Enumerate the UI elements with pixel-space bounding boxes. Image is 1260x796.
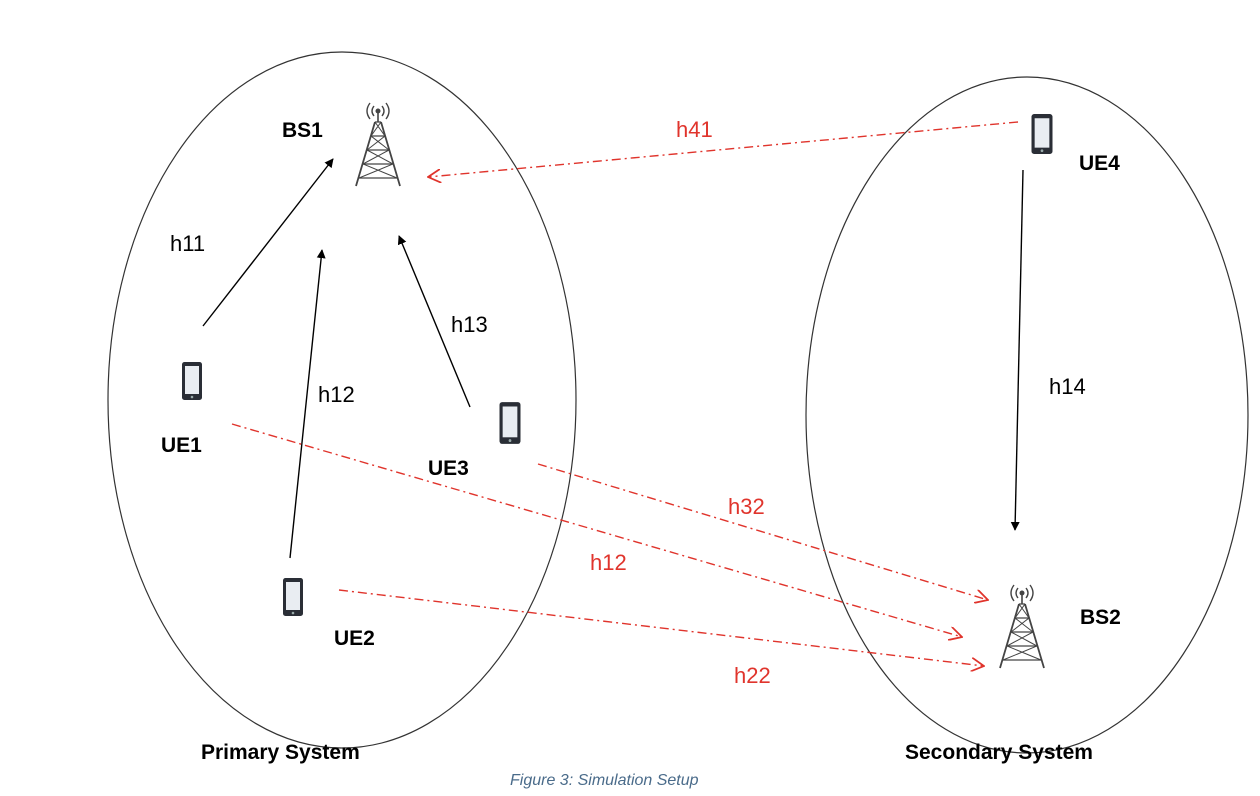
h12-interference-label: h12 <box>590 550 627 575</box>
link-h32 <box>537 463 988 600</box>
h13-label: h13 <box>451 312 488 337</box>
h32-label: h32 <box>728 494 765 519</box>
link-h13 <box>397 235 471 408</box>
link-h11 <box>202 158 334 327</box>
bs2-tower-icon <box>999 584 1045 669</box>
ue2-phone-icon <box>283 578 303 616</box>
link-h12-signal <box>289 249 326 559</box>
ue2-label: UE2 <box>334 627 375 650</box>
ue4-label: UE4 <box>1079 152 1120 175</box>
ue1-phone-icon <box>182 362 202 400</box>
link-h22 <box>338 589 984 666</box>
ue1-label: UE1 <box>161 434 202 457</box>
figure-caption: Figure 3: Simulation Setup <box>510 772 699 789</box>
ue4-phone-icon <box>1031 114 1053 154</box>
secondary-system-ellipse <box>805 76 1249 754</box>
bs2-label: BS2 <box>1080 606 1121 629</box>
bs1-tower-icon <box>355 102 401 187</box>
link-h41 <box>428 121 1019 177</box>
h12-signal-label: h12 <box>318 382 355 407</box>
h41-label: h41 <box>676 117 713 142</box>
link-h12-interference <box>231 423 962 637</box>
h11-label: h11 <box>170 231 205 256</box>
bs1-label: BS1 <box>282 119 323 142</box>
h22-label: h22 <box>734 663 771 688</box>
link-h14 <box>1010 169 1024 531</box>
secondary-system-label: Secondary System <box>905 741 1093 764</box>
h14-label: h14 <box>1049 374 1086 399</box>
ue3-phone-icon <box>499 402 521 444</box>
primary-system-ellipse <box>107 51 577 749</box>
ue3-label: UE3 <box>428 457 469 480</box>
primary-system-label: Primary System <box>201 741 360 764</box>
